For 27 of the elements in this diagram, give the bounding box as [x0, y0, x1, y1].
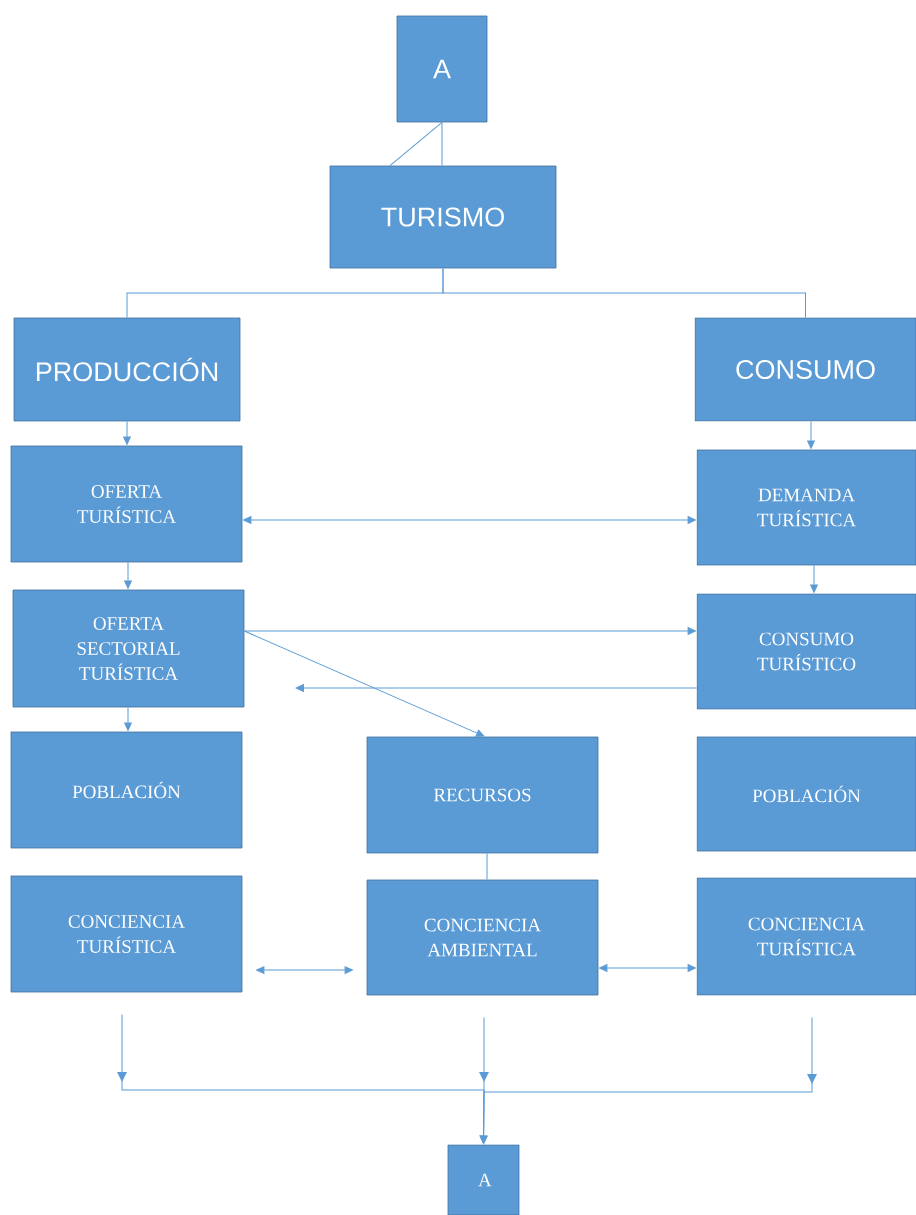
- arrow: [124, 561, 132, 589]
- process-box: CONCIENCIA AMBIENTAL: [366, 879, 599, 996]
- process-box: CONSUMO: [694, 317, 916, 422]
- arrow: [295, 684, 698, 692]
- arrow: [807, 420, 815, 449]
- process-box: CONCIENCIA TURÍSTICA: [10, 875, 243, 993]
- process-box: POBLACIÓN: [10, 731, 243, 849]
- arrow: [123, 420, 131, 445]
- process-box: PRODUCCIÓN: [13, 317, 241, 422]
- process-box: DEMANDA TURÍSTICA: [696, 449, 916, 566]
- arrow: [479, 1016, 817, 1144]
- process-box: POBLACIÓN: [696, 736, 916, 852]
- arrow: [243, 627, 696, 635]
- process-box: A: [396, 15, 488, 123]
- process-box: A: [447, 1144, 520, 1215]
- arrow: [256, 966, 353, 974]
- arrow: [243, 516, 696, 524]
- process-box: RECURSOS: [366, 736, 599, 854]
- process-box: OFERTA SECTORIAL TURÍSTICA: [12, 589, 245, 708]
- process-box: CONCIENCIA TURÍSTICA: [696, 877, 916, 996]
- arrow: [124, 706, 132, 731]
- arrow: [243, 630, 485, 737]
- arrow: [599, 964, 696, 972]
- process-box: OFERTA TURÍSTICA: [10, 445, 243, 563]
- arrow: [810, 564, 818, 593]
- process-box: CONSUMO TURÍSTICO: [696, 593, 916, 710]
- process-box: TURISMO: [329, 165, 557, 269]
